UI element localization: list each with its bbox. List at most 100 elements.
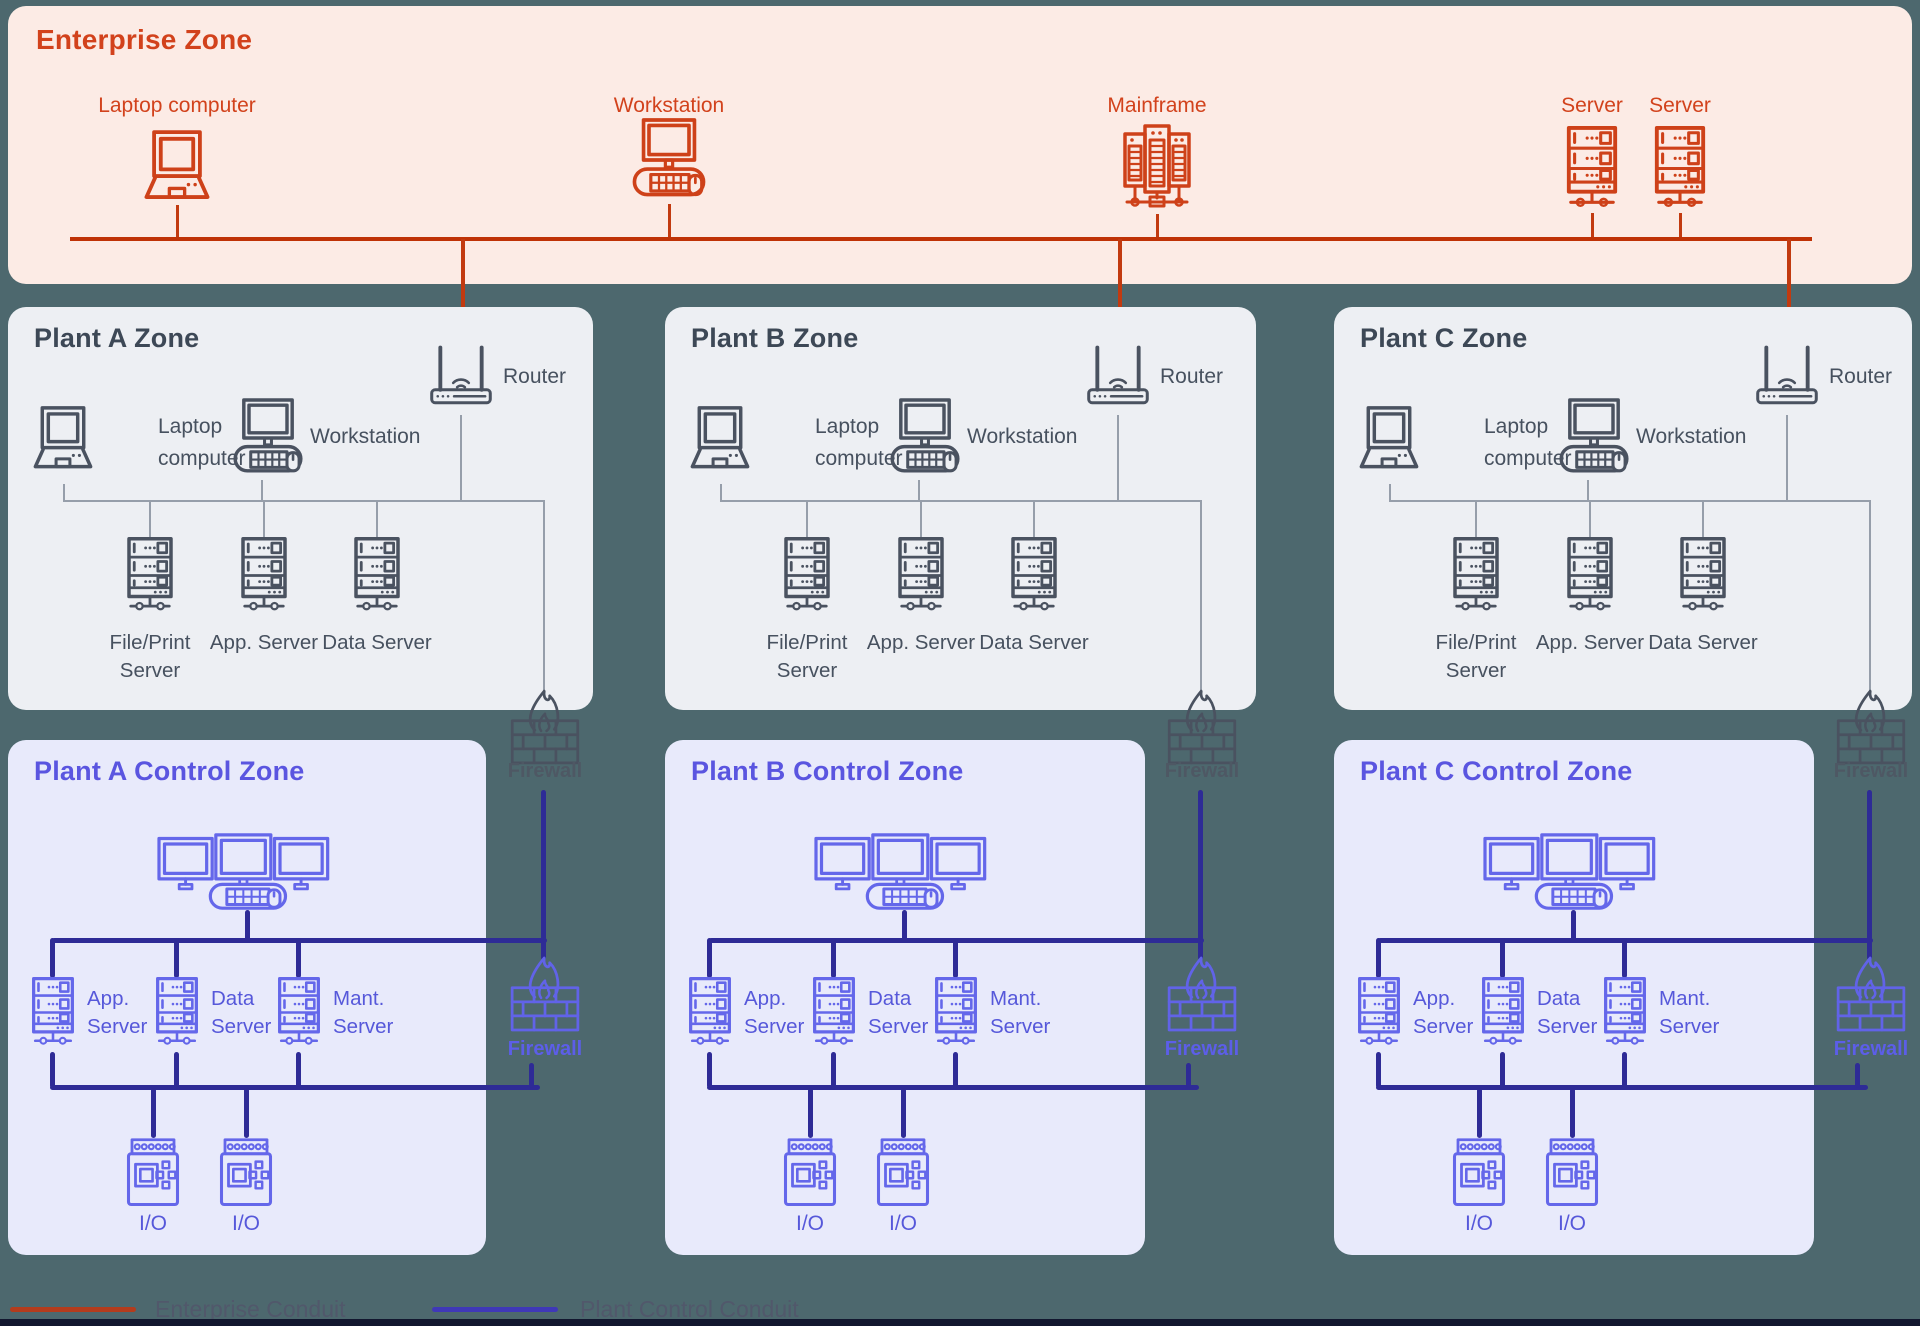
plant-router-label: Router (1829, 365, 1893, 388)
plant-lan-bus (63, 500, 545, 502)
firewall-bus-link (1186, 1063, 1191, 1088)
workstation-icon (629, 118, 709, 202)
data-server-icon (349, 537, 405, 614)
app-server-icon (684, 977, 736, 1048)
app-server-icon (27, 977, 79, 1048)
data-server-icon (1675, 537, 1731, 614)
enterprise-zone-title: Enterprise Zone (36, 24, 253, 55)
server-link (174, 938, 179, 978)
plant-laptop-label: Laptop computer (158, 415, 246, 470)
control-bus-lower (1376, 1085, 1868, 1090)
firewall-label: Firewall (1833, 760, 1909, 782)
enterprise-conduit-legend-label: Enterprise Conduit (155, 1296, 346, 1322)
server-link (831, 938, 836, 978)
hmi-link (245, 910, 250, 942)
app-server-icon (236, 537, 292, 614)
plant-control-conduit-legend-label: Plant Control Conduit (580, 1296, 799, 1322)
io-link (808, 1088, 813, 1138)
hmi-workstation-icon (157, 833, 337, 910)
firewall-label: Firewall (1164, 760, 1240, 782)
server-link (707, 1052, 712, 1088)
firewall-icon (1166, 688, 1238, 766)
server-link (953, 1052, 958, 1088)
plant-b-zone-panel: Plant B Zone Laptop computer Workstation… (665, 307, 1256, 710)
plant-workstation-label: Workstation (310, 425, 421, 448)
firewall-icon (1835, 953, 1907, 1035)
server-link (376, 500, 378, 538)
app-server-icon (893, 537, 949, 614)
mant-server-label: Mant. Server (1659, 987, 1720, 1038)
data-server-label: Data Server (211, 987, 272, 1038)
plant-a-zone-panel: Plant A Zone Laptop computer Workstation… (8, 307, 593, 710)
firewall-icon (509, 688, 581, 766)
enterprise-bus-conduit (70, 237, 1812, 241)
app-server-icon (1562, 537, 1618, 614)
server-link (1475, 500, 1477, 538)
io-label: I/O (888, 1212, 918, 1235)
laptop-link (720, 484, 722, 500)
server-link (149, 500, 151, 538)
router-firewall-link (1200, 500, 1202, 692)
enterprise-conduit-plant-a (461, 239, 465, 336)
bottom-strip (0, 1319, 1920, 1326)
app-server-label: App. Server (87, 987, 148, 1038)
laptop-icon (25, 406, 101, 472)
plant-lan-bus (720, 500, 1202, 502)
laptop-link (1389, 484, 1391, 500)
io-link (244, 1088, 249, 1138)
firewall-control-conduit (1198, 790, 1203, 960)
file-print-server-icon (779, 537, 835, 614)
hmi-link (902, 910, 907, 942)
io-link (151, 1088, 156, 1138)
io-label: I/O (1464, 1212, 1494, 1235)
router-icon (1756, 341, 1818, 411)
plant-control-conduit-legend-line (432, 1307, 558, 1312)
server-link (1622, 938, 1627, 978)
server-link (1500, 1052, 1505, 1088)
laptop-bus-link (176, 205, 179, 237)
server1-bus-link (1591, 213, 1594, 237)
workstation-link (1587, 480, 1589, 500)
server-link (920, 500, 922, 538)
enterprise-conduit-legend-line (10, 1307, 136, 1312)
laptop-icon (135, 130, 219, 203)
firewall-label: Firewall (1833, 1038, 1909, 1060)
file-print-server-icon (122, 537, 178, 614)
firewall-icon (1166, 953, 1238, 1035)
file-print-server-icon (1448, 537, 1504, 614)
plant-workstation-label: Workstation (967, 425, 1078, 448)
io-module-icon (218, 1138, 274, 1208)
firewall-icon (1835, 688, 1907, 766)
mainframe-bus-link (1156, 214, 1159, 237)
file-print-server-label: File/Print Server (766, 631, 848, 682)
server-link (1500, 938, 1505, 978)
plant-laptop-label: Laptop computer (815, 415, 903, 470)
plant-router-label: Router (503, 365, 567, 388)
laptop-icon (682, 406, 758, 472)
enterprise-server-2-label: Server (1649, 94, 1711, 117)
firewall-control-conduit (1867, 790, 1872, 960)
io-module-icon (1451, 1138, 1507, 1208)
server-link (296, 1052, 301, 1088)
firewall-label: Firewall (507, 760, 583, 782)
workstation-bus-link (668, 204, 671, 237)
enterprise-mainframe-label: Mainframe (1107, 94, 1207, 117)
server-link (50, 938, 55, 978)
app-server-label: App. Server (1413, 987, 1474, 1038)
file-print-server-label: File/Print Server (1435, 631, 1517, 682)
plant-c-zone-title: Plant C Zone (1360, 323, 1528, 353)
hmi-workstation-icon (814, 833, 994, 910)
io-label: I/O (138, 1212, 168, 1235)
enterprise-zone-panel: Enterprise Zone (8, 6, 1912, 284)
data-server-label: Data Server (979, 631, 1089, 654)
server-link (806, 500, 808, 538)
app-server-label: App. Server (744, 987, 805, 1038)
server-link (1622, 1052, 1627, 1088)
workstation-icon (230, 398, 306, 478)
firewall-bus-link (529, 1063, 534, 1088)
workstation-link (918, 480, 920, 500)
plant-c-control-zone-title: Plant C Control Zone (1360, 756, 1633, 786)
router-firewall-link (543, 500, 545, 692)
server-link (174, 1052, 179, 1088)
data-server-label: Data Server (1648, 631, 1758, 654)
